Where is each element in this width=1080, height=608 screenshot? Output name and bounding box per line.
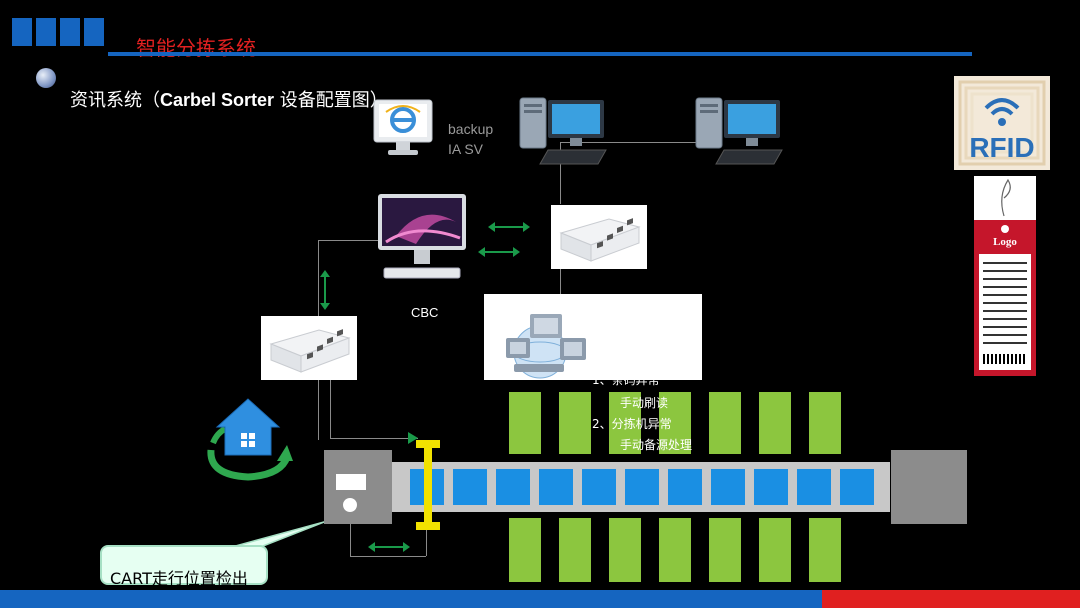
footer-bar-red — [822, 590, 1080, 608]
home-icon — [207, 398, 293, 481]
title-rule — [108, 52, 972, 56]
tag-hole — [1001, 225, 1009, 233]
bin-top-6 — [759, 392, 791, 454]
cart-cell-3 — [496, 469, 530, 505]
cart-cell-4 — [539, 469, 573, 505]
cart-position-marker — [424, 444, 432, 526]
page-title: 智能分拣系统 — [136, 36, 256, 60]
network-switch-icon — [559, 218, 641, 262]
rfid-icon — [958, 80, 1046, 166]
tag-text-lines — [983, 262, 1027, 348]
bin-top-7 — [809, 392, 841, 454]
line-left-v — [318, 240, 319, 318]
bidirectional-arrow-icon — [320, 270, 330, 310]
note-3: 2、分拣机异常 — [592, 417, 672, 431]
header-square-2 — [36, 18, 56, 46]
server-cluster-box — [484, 294, 702, 380]
bullet-icon — [36, 68, 56, 88]
callout-text: CART走行位置检出 — [110, 569, 248, 588]
desktop-computer-icon — [519, 97, 607, 165]
cart-cell-9 — [754, 469, 788, 505]
bin-top-1 — [509, 392, 541, 454]
subtitle-en: Carbel Sorter — [160, 90, 275, 110]
header-square-1 — [12, 18, 32, 46]
page-subtitle: 资讯系统（Carbel Sorter 设备配置图） — [70, 86, 388, 112]
bin-bottom-1 — [509, 518, 541, 582]
header-square-3 — [60, 18, 80, 46]
line-top-v — [560, 142, 561, 204]
line-top-h — [560, 142, 720, 143]
refresh-arrows-icon — [207, 449, 291, 481]
rfid-hang-tag: Logo — [974, 220, 1036, 376]
bin-bottom-2 — [559, 518, 591, 582]
imac-monitor-icon — [378, 194, 466, 279]
network-switch-icon — [269, 329, 351, 373]
ie-browser-icon — [373, 99, 433, 155]
cart-position-marker-bottom — [416, 522, 440, 530]
line-cart-down — [350, 524, 351, 556]
line-cart-up — [426, 530, 427, 556]
backup-label: backup IA SV — [448, 119, 493, 159]
bin-top-2 — [559, 392, 591, 454]
note-2: 手动刷读 — [620, 396, 669, 410]
line-center-v — [560, 268, 561, 296]
bin-bottom-7 — [809, 518, 841, 582]
tag-barcode — [983, 354, 1027, 364]
rfid-logo-text: RFID — [969, 132, 1035, 163]
tag-label-area — [979, 254, 1031, 370]
cart-cell-5 — [582, 469, 616, 505]
server-cluster-icon — [506, 314, 586, 379]
footer-bar-blue — [0, 590, 822, 608]
bin-bottom-5 — [709, 518, 741, 582]
line-cart-h — [350, 556, 426, 557]
cart-sensor-light — [343, 498, 357, 512]
header-square-4 — [84, 18, 104, 46]
bin-top-3 — [609, 392, 641, 454]
cart-position-callout: CART走行位置检出 — [100, 545, 268, 588]
bin-bottom-6 — [759, 518, 791, 582]
cart-cell-7 — [668, 469, 702, 505]
conveyor-left-unit — [324, 450, 392, 524]
bin-bottom-4 — [659, 518, 691, 582]
backup-label-1: backup — [448, 121, 494, 137]
cbc-label: CBC — [411, 305, 439, 320]
note-4: 手动备源处理 — [620, 438, 693, 452]
cart-cell-6 — [625, 469, 659, 505]
tag-string-icon — [1001, 178, 1011, 217]
cart-cell-10 — [797, 469, 831, 505]
rfid-logo-box: RFID — [954, 76, 1050, 170]
cart-cell-2 — [453, 469, 487, 505]
tag-logo: Logo — [993, 236, 1017, 248]
subtitle-suffix: 设备配置图） — [274, 90, 388, 111]
cart-position-marker-top — [416, 440, 440, 448]
cart-sensor-panel — [336, 474, 366, 490]
subtitle-prefix: 资讯系统（ — [70, 90, 160, 111]
bin-top-5 — [709, 392, 741, 454]
line-switch-v — [330, 380, 331, 438]
bin-bottom-3 — [609, 518, 641, 582]
cart-cell-8 — [711, 469, 745, 505]
bidirectional-arrow-icon — [368, 542, 410, 552]
cart-cell-11 — [840, 469, 874, 505]
bin-top-4 — [659, 392, 691, 454]
conveyor-right-unit — [891, 450, 967, 524]
line-left-h — [318, 240, 378, 241]
rfid-tag-string — [974, 176, 1036, 220]
note-1: 1、条码异常 — [592, 373, 660, 387]
desktop-computer-icon — [695, 97, 783, 165]
bidirectional-arrow-icon — [478, 247, 520, 257]
bidirectional-arrow-icon — [488, 222, 530, 232]
switch-box-left — [261, 316, 357, 380]
arrow-right-icon — [408, 432, 418, 444]
switch-box-top — [551, 205, 647, 269]
line-switch-down — [318, 380, 319, 440]
backup-label-2: IA SV — [448, 141, 484, 157]
line-switch-h — [330, 438, 418, 439]
